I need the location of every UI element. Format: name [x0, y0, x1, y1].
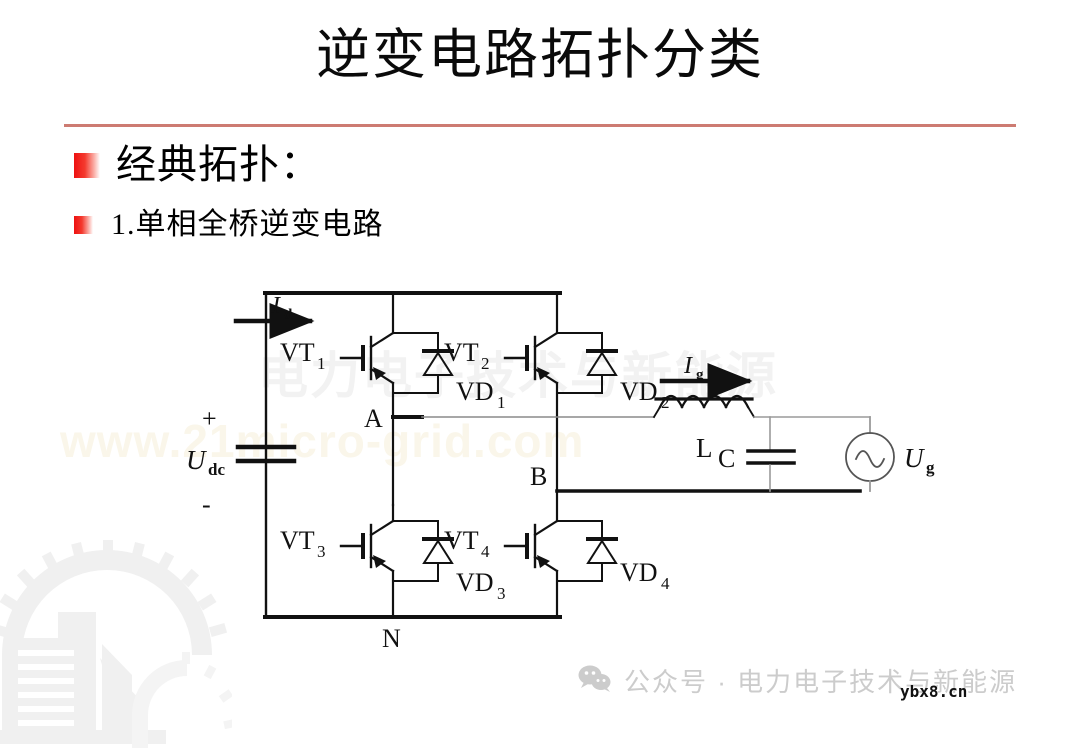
diode-vd4-symbol [556, 520, 618, 582]
page-title: 逆变电路拓扑分类 [316, 25, 764, 85]
circuit-diagram-single-phase-full-bridge-inverter: + U dc - I d I g VT 1 VT 2 VT 3 VT 4 VD … [160, 275, 960, 655]
bullet-label: 1.单相全桥逆变电路 [111, 208, 384, 241]
igbt-vt1-sub: 1 [317, 354, 326, 373]
grid-voltage-label: U [904, 443, 925, 473]
igbt-vt2-symbol [503, 331, 559, 385]
bullet-item-single-phase-full-bridge: 1.单相全桥逆变电路 [74, 206, 384, 244]
footer-credit-text: 公众号 · 电力电子技术与新能源 [624, 667, 1018, 697]
dc-minus-label: - [202, 490, 211, 519]
bullet-square-icon [74, 216, 93, 234]
ac-source-sine [854, 450, 886, 468]
dc-voltage-sub: dc [208, 460, 225, 479]
filter-inductor-symbol [652, 394, 756, 419]
igbt-vt1-symbol [339, 331, 395, 385]
diode-vd3-label: VD [456, 568, 494, 597]
current-ig-sub: g [696, 367, 704, 383]
wechat-icon [578, 664, 612, 697]
igbt-vt4-label: VT [444, 526, 479, 555]
bullet-square-icon [74, 152, 100, 178]
bullet-item-classic-topology: 经典拓扑： [74, 142, 321, 188]
filter-capacitor-label: C [718, 444, 735, 473]
igbt-vt3-sub: 3 [317, 542, 326, 561]
diode-vd4-sub: 4 [661, 574, 670, 593]
title-divider [64, 124, 1016, 127]
igbt-vt2-label: VT [444, 338, 479, 367]
igbt-vt4-sub: 4 [481, 542, 490, 561]
diode-vd2-label: VD [620, 377, 658, 406]
diode-vd1-label: VD [456, 377, 494, 406]
diode-vd4-label: VD [620, 558, 658, 587]
dc-voltage-label: U [186, 445, 207, 475]
node-b-label: B [530, 462, 547, 491]
igbt-vt2-sub: 2 [481, 354, 490, 373]
node-a-label: A [364, 404, 383, 433]
igbt-vt1-label: VT [280, 338, 315, 367]
diode-vd2-sub: 2 [661, 393, 670, 412]
igbt-vt3-symbol [339, 519, 395, 573]
bullet-label: 经典拓扑： [116, 142, 321, 187]
dc-plus-label: + [202, 404, 217, 433]
diode-vd2-symbol [556, 332, 618, 394]
footer-credit: 公众号 · 电力电子技术与新能源 [578, 662, 1017, 699]
igbt-vt4-symbol [503, 519, 559, 573]
current-id-sub: d [284, 307, 293, 323]
current-ig-label: I [683, 353, 693, 379]
node-n-label: N [382, 624, 401, 653]
filter-inductor-label: L [696, 433, 713, 463]
current-id-label: I [271, 293, 281, 319]
footer-stamp: ybx8.cn [900, 682, 968, 701]
diode-vd3-symbol [392, 520, 454, 582]
diode-vd1-symbol [392, 332, 454, 394]
grid-voltage-sub: g [926, 458, 935, 477]
igbt-vt3-label: VT [280, 526, 315, 555]
diode-vd3-sub: 3 [497, 584, 506, 603]
diode-vd1-sub: 1 [497, 393, 506, 412]
